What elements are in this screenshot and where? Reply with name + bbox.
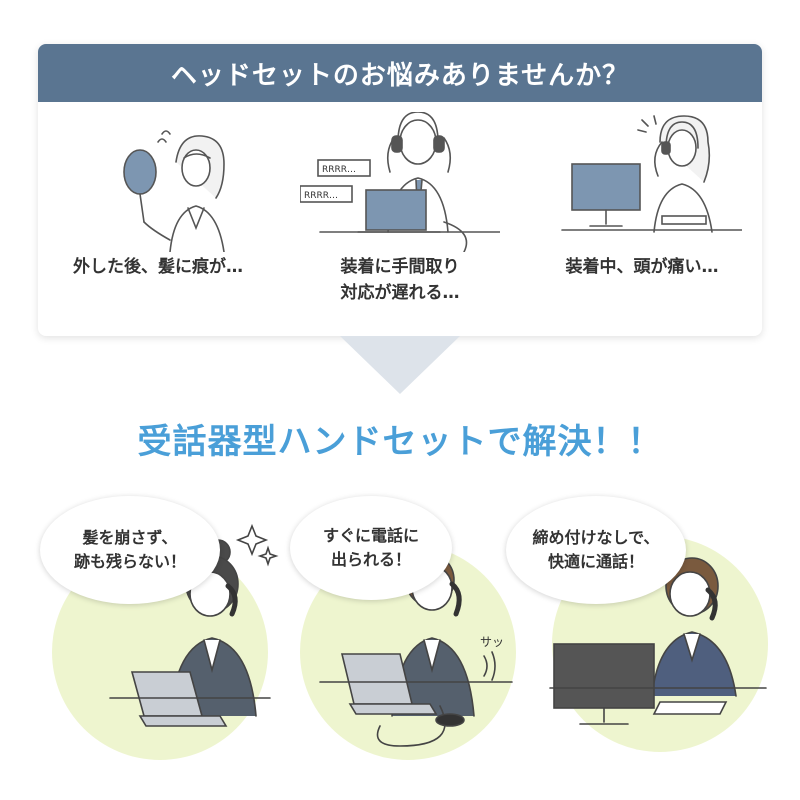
panel-title: ヘッドセットのお悩みありませんか？ [38, 44, 762, 102]
problem-caption: 装着中、頭が痛い… [565, 257, 719, 277]
problem-caption: 装着に手間取り 対応が遅れる… [340, 257, 460, 303]
speech-bubble: 締め付けなしで、 快適に通話！ [506, 496, 686, 604]
woman-headache-illustration [561, 115, 742, 233]
solution-title: 受話器型ハンドセットで解決！！ [137, 422, 663, 462]
swoosh-sfx: サッ [480, 635, 504, 649]
problem-slow-answer: RRRR… RRRR… 装着に手間取り 対応が遅れる… [280, 102, 520, 336]
down-arrow-icon [340, 336, 460, 394]
man-handset-illustration: サッ [300, 544, 516, 760]
benefit-quick-answer: サッ すぐに電話に 出られる！ [290, 476, 530, 800]
ring-label: RRRR… [304, 191, 338, 201]
speech-bubble: すぐに電話に 出られる！ [290, 496, 452, 600]
ring-label: RRRR… [322, 165, 356, 175]
problem-hair-mark: 外した後、髪に痕が… [38, 102, 278, 336]
man-headset-illustration: RRRR… RRRR… [300, 112, 500, 252]
problem-headache: 装着中、頭が痛い… [522, 102, 762, 336]
problem-caption: 外した後、髪に痕が… [73, 257, 243, 277]
benefit-no-hair-mark: 髪を崩さず、 跡も残らない！ [40, 476, 290, 800]
speech-bubble: 髪を崩さず、 跡も残らない！ [40, 496, 220, 604]
problem-panel: ヘッドセットのお悩みありませんか？ [38, 44, 762, 336]
benefit-comfortable-call: 締め付けなしで、 快適に通話！ [506, 476, 780, 800]
woman-mirror-illustration [123, 130, 225, 252]
